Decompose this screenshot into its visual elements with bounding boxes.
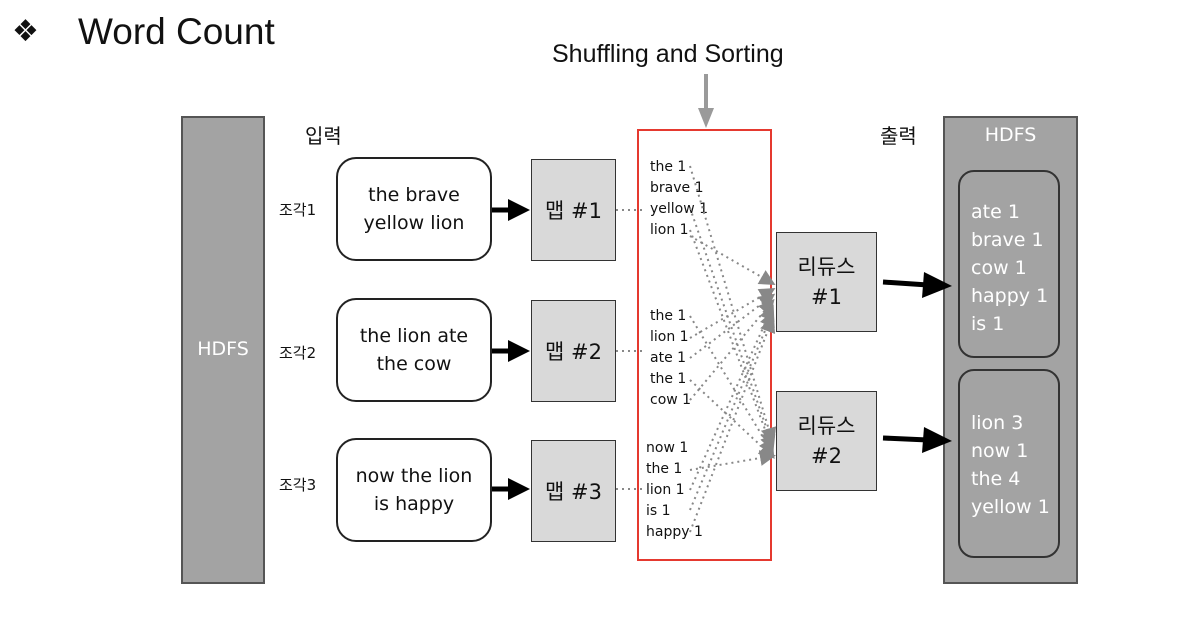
output-line: is 1 xyxy=(971,313,1005,335)
kv-pair: the 1 xyxy=(650,159,687,175)
reduce-to-output-arrow-1 xyxy=(882,272,952,298)
kv-pair: the 1 xyxy=(650,371,687,387)
kv-pair: cow 1 xyxy=(650,392,692,408)
input-label: 입력 xyxy=(305,124,342,148)
kv-pair: lion 1 xyxy=(646,482,685,498)
map-task-3: 맵 #3 xyxy=(531,440,616,542)
kv-pair: the 1 xyxy=(650,308,687,324)
input-split-1: the brave yellow lion xyxy=(336,157,492,261)
hdfs-input-store xyxy=(181,116,265,584)
reduce-to-output-arrow-2 xyxy=(882,427,952,453)
output-line: lion 3 xyxy=(971,412,1024,434)
input-split-3-line-2: is happy xyxy=(373,493,455,515)
output-line: now 1 xyxy=(971,440,1029,462)
reduce-task-2-number: #2 xyxy=(811,444,842,468)
input-to-map-arrow-3 xyxy=(492,478,530,500)
kv-pair: lion 1 xyxy=(650,222,689,238)
kv-pair: lion 1 xyxy=(650,329,689,345)
kv-pair: the 1 xyxy=(646,461,683,477)
page-title: Word Count xyxy=(78,11,275,52)
output-line: the 4 xyxy=(971,468,1021,490)
kv-pair: yellow 1 xyxy=(650,201,709,217)
reduce-task-1-label: 리듀스 xyxy=(797,255,856,279)
kv-pair: happy 1 xyxy=(646,524,703,540)
kv-pair: ate 1 xyxy=(650,350,687,366)
input-split-2-line-1: the lion ate xyxy=(359,325,469,347)
input-split-3-line-1: now the lion xyxy=(355,465,473,487)
reduce-task-2: 리듀스 #2 xyxy=(776,391,877,491)
output-label: 출력 xyxy=(880,124,917,148)
split-label-3: 조각3 xyxy=(279,476,317,494)
input-split-1-line-1: the brave xyxy=(368,184,460,206)
map1-pairs: the 1 brave 1 yellow 1 lion 1 xyxy=(650,157,708,241)
map3-pairs: now 1 the 1 lion 1 is 1 happy 1 xyxy=(646,438,703,543)
kv-pair: now 1 xyxy=(646,440,689,456)
shuffle-pointer-arrow xyxy=(698,74,714,128)
output-file-2: lion 3 now 1 the 4 yellow 1 xyxy=(958,369,1060,558)
input-to-map-arrow-1 xyxy=(492,199,530,221)
hdfs-output-label: HDFS xyxy=(984,124,1037,146)
map-task-1: 맵 #1 xyxy=(531,159,616,261)
kv-pair: brave 1 xyxy=(650,180,704,196)
split-label-1: 조각1 xyxy=(279,201,317,219)
output-line: brave 1 xyxy=(971,229,1044,251)
reduce-task-1: 리듀스 #1 xyxy=(776,232,877,332)
output-line: cow 1 xyxy=(971,257,1027,279)
diamond-bullet-icon: ❖ xyxy=(12,14,39,49)
kv-pair: is 1 xyxy=(646,503,671,519)
map2-pairs: the 1 lion 1 ate 1 the 1 cow 1 xyxy=(650,306,691,411)
hdfs-input-label: HDFS xyxy=(197,338,249,360)
input-split-1-line-2: yellow lion xyxy=(363,212,465,234)
reduce-task-2-label: 리듀스 xyxy=(797,414,856,438)
input-to-map-arrow-2 xyxy=(492,340,530,362)
output-file-1: ate 1 brave 1 cow 1 happy 1 is 1 xyxy=(958,170,1060,358)
shuffle-sort-title: Shuffling and Sorting xyxy=(552,40,784,68)
output-line: yellow 1 xyxy=(971,496,1050,518)
input-split-2-line-2: the cow xyxy=(376,353,452,375)
split-label-2: 조각2 xyxy=(279,344,317,362)
input-split-3: now the lion is happy xyxy=(336,438,492,542)
output-line: happy 1 xyxy=(971,285,1049,307)
output-line: ate 1 xyxy=(971,201,1020,223)
input-split-2: the lion ate the cow xyxy=(336,298,492,402)
map-task-2: 맵 #2 xyxy=(531,300,616,402)
reduce-task-1-number: #1 xyxy=(811,285,842,309)
